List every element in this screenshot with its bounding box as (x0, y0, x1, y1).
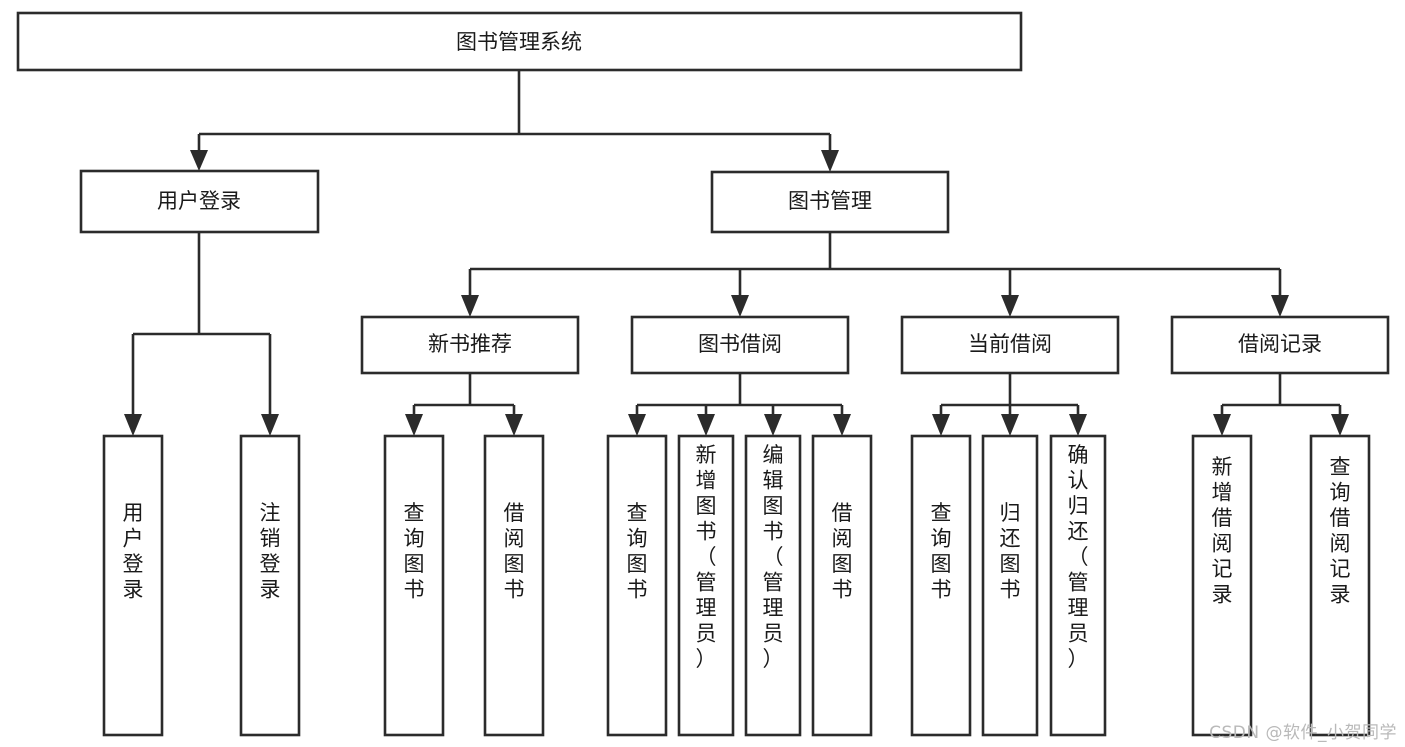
node-leaf-4-box[interactable] (483, 434, 545, 737)
arrow-bookmgmt-to-records (1271, 295, 1289, 317)
node-leaf-6[interactable]: 新增图书（管理员） (677, 434, 735, 737)
node-leaf-9-label: 查询图书 (931, 501, 952, 602)
node-leaf-8-label: 借阅图书 (832, 501, 853, 602)
node-bookmgmt-label: 图书管理 (788, 189, 872, 213)
arrow-borrow-to-leaf6 (697, 414, 715, 436)
arrow-bookmgmt-to-newbook (461, 295, 479, 317)
node-records-box[interactable] (1170, 315, 1390, 375)
node-leaf-2-label: 注销登录 (260, 501, 281, 602)
arrow-current-to-leaf10 (1001, 414, 1019, 436)
node-leaf-10-box[interactable] (981, 434, 1039, 737)
node-borrow-label: 图书借阅 (698, 332, 782, 356)
node-leaf-3-box[interactable] (383, 434, 445, 737)
node-leaf-6-label: 新增图书（管理员） (696, 443, 717, 671)
node-login[interactable]: 用户登录 (79, 169, 320, 234)
node-leaf-7-label: 编辑图书（管理员） (763, 443, 784, 671)
node-leaf-12[interactable]: 新增借阅记录 (1191, 434, 1253, 737)
node-leaf-9-box[interactable] (910, 434, 972, 737)
connector-layer (124, 70, 1349, 436)
arrow-bookmgmt-to-borrow (731, 295, 749, 317)
node-root-box[interactable] (16, 11, 1023, 72)
arrow-borrow-to-leaf5 (628, 414, 646, 436)
arrow-records-to-leaf13 (1331, 414, 1349, 436)
node-newbook-label: 新书推荐 (428, 332, 512, 356)
node-newbook[interactable]: 新书推荐 (360, 315, 580, 375)
node-borrow[interactable]: 图书借阅 (630, 315, 850, 375)
node-leaf-8[interactable]: 借阅图书 (811, 434, 873, 737)
node-current-label: 当前借阅 (968, 332, 1052, 356)
node-records[interactable]: 借阅记录 (1170, 315, 1390, 375)
node-leaf-5[interactable]: 查询图书 (606, 434, 668, 737)
node-leaf-9[interactable]: 查询图书 (910, 434, 972, 737)
node-leaf-3-label: 查询图书 (404, 501, 425, 602)
node-leaf-4-label: 借阅图书 (504, 501, 525, 602)
node-root-label: 图书管理系统 (456, 30, 582, 54)
node-login-box[interactable] (79, 169, 320, 234)
csdn-watermark: CSDN @软件_小贺同学 (1209, 723, 1397, 743)
arrow-bookmgmt-to-current (1001, 295, 1019, 317)
arrow-login-to-leaf2 (261, 414, 279, 436)
arrow-records-to-leaf12 (1213, 414, 1231, 436)
node-login-label: 用户登录 (157, 189, 241, 213)
node-leaf-8-box[interactable] (811, 434, 873, 737)
node-leaf-2[interactable]: 注销登录 (239, 434, 301, 737)
node-leaf-3[interactable]: 查询图书 (383, 434, 445, 737)
node-leaf-5-box[interactable] (606, 434, 668, 737)
node-leaf-4[interactable]: 借阅图书 (483, 434, 545, 737)
node-leaf-5-label: 查询图书 (627, 501, 648, 602)
arrow-login-to-leaf1 (124, 414, 142, 436)
node-root[interactable]: 图书管理系统 (16, 11, 1023, 72)
node-leaf-2-box[interactable] (239, 434, 301, 737)
node-current-box[interactable] (900, 315, 1120, 375)
node-leaf-1-box[interactable] (102, 434, 164, 737)
node-leaf-12-label: 新增借阅记录 (1212, 455, 1233, 607)
arrow-borrow-to-leaf7 (764, 414, 782, 436)
node-leaf-10-label: 归还图书 (1000, 501, 1021, 602)
node-bookmgmt[interactable]: 图书管理 (710, 170, 950, 234)
node-leaf-7-box[interactable] (744, 434, 802, 737)
node-leaf-11[interactable]: 确认归还（管理员） (1049, 434, 1107, 737)
node-leaf-1[interactable]: 用户登录 (102, 434, 164, 737)
arrow-borrow-to-leaf8 (833, 414, 851, 436)
arrow-current-to-leaf11 (1069, 414, 1087, 436)
arrow-newbook-to-leaf4 (505, 414, 523, 436)
node-leaf-6-box[interactable] (677, 434, 735, 737)
arrow-newbook-to-leaf3 (405, 414, 423, 436)
arrow-root-to-login (190, 150, 208, 171)
node-leaf-12-box[interactable] (1191, 434, 1253, 737)
arrow-current-to-leaf9 (932, 414, 950, 436)
node-leaf-1-label: 用户登录 (123, 501, 144, 602)
node-leaf-11-label: 确认归还（管理员） (1068, 443, 1089, 671)
node-leaf-7[interactable]: 编辑图书（管理员） (744, 434, 802, 737)
node-newbook-box[interactable] (360, 315, 580, 375)
node-leaf-13-box[interactable] (1309, 434, 1371, 737)
node-leaf-13-label: 查询借阅记录 (1330, 455, 1351, 607)
node-records-label: 借阅记录 (1238, 332, 1322, 356)
node-leaf-13[interactable]: 查询借阅记录 (1309, 434, 1371, 737)
node-leaf-10[interactable]: 归还图书 (981, 434, 1039, 737)
node-bookmgmt-box[interactable] (710, 170, 950, 234)
node-borrow-box[interactable] (630, 315, 850, 375)
arrow-root-to-bookmgmt (821, 150, 839, 172)
node-current[interactable]: 当前借阅 (900, 315, 1120, 375)
node-leaf-11-box[interactable] (1049, 434, 1107, 737)
